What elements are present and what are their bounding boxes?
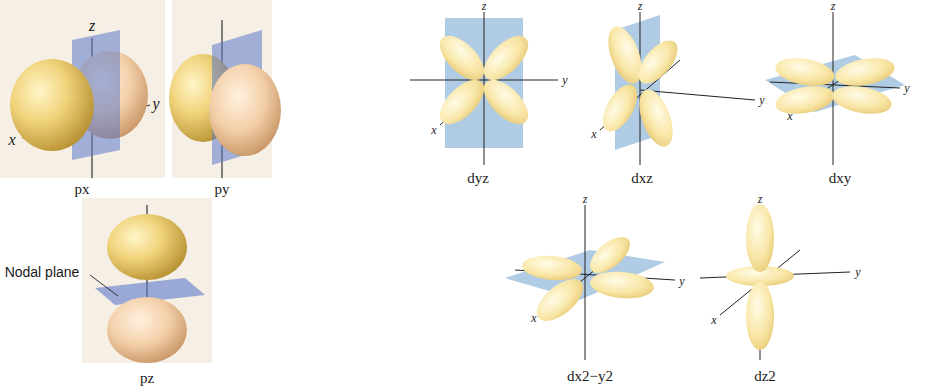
axis-label: z (482, 0, 487, 12)
orbital-name: px (75, 182, 90, 197)
axis-label: z (758, 193, 763, 205)
axis-label: x (591, 128, 596, 140)
orbital-name: dxz (631, 171, 653, 186)
axis-label: y (855, 266, 860, 278)
orbital-name: pz (140, 371, 154, 386)
axis-label: x (787, 110, 792, 122)
orbital-name: py (215, 182, 230, 197)
axis-label: x (431, 124, 436, 136)
axis-label: z (583, 193, 588, 205)
axis-label: x (711, 314, 716, 326)
axis-label: y (679, 275, 684, 287)
axis-label: y (759, 94, 764, 106)
axis-label: y (562, 74, 567, 86)
axis-label: y (152, 96, 159, 112)
axis-label: z (89, 18, 95, 34)
axis-label: x (531, 312, 536, 324)
callout-label: Nodal plane (5, 265, 80, 279)
orbital-name: dxy (829, 171, 852, 186)
orbital-name: dx2−y2 (567, 369, 613, 384)
axis-label: z (831, 0, 836, 12)
axis-label: z (638, 0, 643, 12)
orbital-name: dz2 (754, 369, 776, 384)
axis-label: x (8, 132, 15, 148)
panel-ground (0, 0, 165, 178)
axis-label: y (904, 82, 909, 94)
orbital-name: dyz (467, 171, 489, 186)
